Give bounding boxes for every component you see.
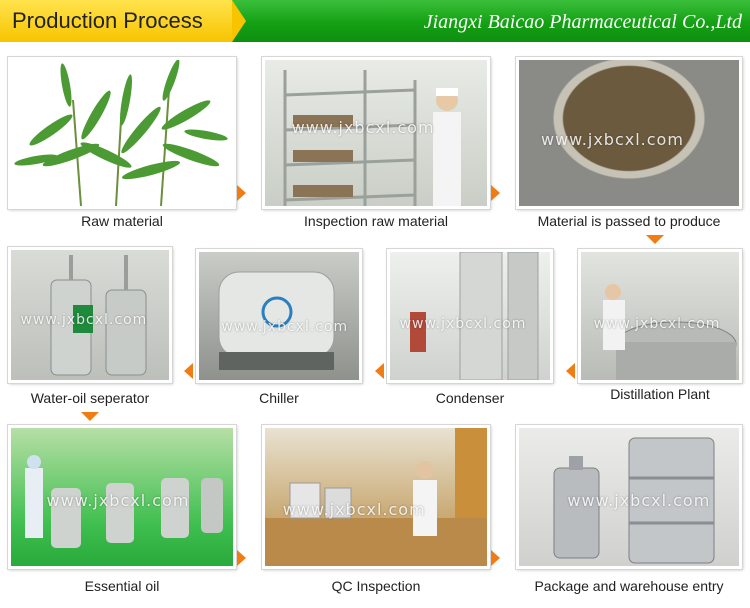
watermark: www.jxbcxl.com [282, 499, 426, 519]
header-arrow-icon [232, 0, 246, 42]
watermark: www.jxbcxl.com [567, 491, 711, 511]
arrow-left-icon [566, 363, 575, 379]
cooling-tower-illustration-icon [218, 271, 335, 370]
page-header: Production Process Jiangxi Baicao Pharma… [0, 0, 750, 42]
watermark: www.jxbcxl.com [46, 491, 190, 511]
essential-oil-image: www.jxbcxl.com [11, 428, 233, 566]
step-caption: Inspection raw material [304, 213, 448, 229]
arrow-left-icon [375, 363, 384, 379]
distillation-illustration-icon [603, 284, 737, 380]
watermark: www.jxbcxl.com [291, 118, 435, 138]
step-photo-material-passed: www.jxbcxl.com [516, 57, 742, 209]
shelves-illustration-icon [283, 70, 461, 206]
arrow-down-icon [81, 412, 99, 421]
step-caption: Water-oil seperator [30, 390, 150, 406]
step-photo-distillation: www.jxbcxl.com [578, 249, 742, 383]
package-image: www.jxbcxl.com [519, 428, 739, 566]
step-caption: Material is passed to produce [537, 213, 721, 229]
oil-plant-illustration-icon [25, 455, 223, 548]
arrow-right-icon [491, 550, 500, 566]
distillation-image: www.jxbcxl.com [581, 252, 739, 380]
step-caption: Chiller [259, 390, 299, 406]
arrow-down-icon [646, 235, 664, 244]
step-caption: Raw material [81, 213, 163, 229]
arrow-right-icon [237, 550, 246, 566]
watermark: www.jxbcxl.com [20, 312, 148, 329]
watermark: www.jxbcxl.com [221, 318, 349, 335]
step-caption: QC Inspection [331, 578, 421, 594]
arrow-right-icon [237, 185, 246, 201]
watermark: www.jxbcxl.com [541, 130, 684, 150]
step-photo-condenser: www.jxbcxl.com [387, 249, 553, 383]
watermark: www.jxbcxl.com [399, 316, 527, 332]
arrow-left-icon [184, 363, 193, 379]
step-caption: Distillation Plant [610, 386, 710, 402]
tanks-illustration-icon [50, 255, 147, 376]
step-photo-qc-inspection: www.jxbcxl.com [262, 425, 490, 569]
header-title-band [0, 0, 232, 42]
step-photo-essential-oil: www.jxbcxl.com [8, 425, 236, 569]
inspection-image: www.jxbcxl.com [265, 60, 487, 206]
page-title: Production Process [12, 8, 203, 33]
drums-illustration-icon [553, 437, 715, 564]
step-photo-chiller: www.jxbcxl.com [196, 249, 362, 383]
leaves-illustration-icon [14, 60, 228, 206]
step-caption: Package and warehouse entry [534, 578, 724, 594]
water-oil-separator-image: www.jxbcxl.com [11, 250, 169, 380]
step-photo-package: www.jxbcxl.com [516, 425, 742, 569]
company-name: Jiangxi Baicao Pharmaceutical Co.,Ltd [423, 11, 742, 33]
qc-inspection-image: www.jxbcxl.com [265, 428, 487, 566]
condenser-illustration-icon [410, 252, 539, 380]
step-photo-raw-material [8, 57, 236, 209]
arrow-right-icon [491, 185, 500, 201]
watermark: www.jxbcxl.com [593, 316, 721, 332]
lab-illustration-icon [265, 428, 487, 566]
step-caption: Condenser [435, 390, 505, 406]
raw-material-image [11, 60, 233, 206]
chiller-image: www.jxbcxl.com [199, 252, 359, 380]
step-photo-water-oil-separator: www.jxbcxl.com [8, 247, 172, 383]
material-passed-image: www.jxbcxl.com [519, 60, 739, 206]
step-photo-inspection: www.jxbcxl.com [262, 57, 490, 209]
step-caption: Essential oil [84, 578, 160, 594]
condenser-image: www.jxbcxl.com [390, 252, 550, 380]
